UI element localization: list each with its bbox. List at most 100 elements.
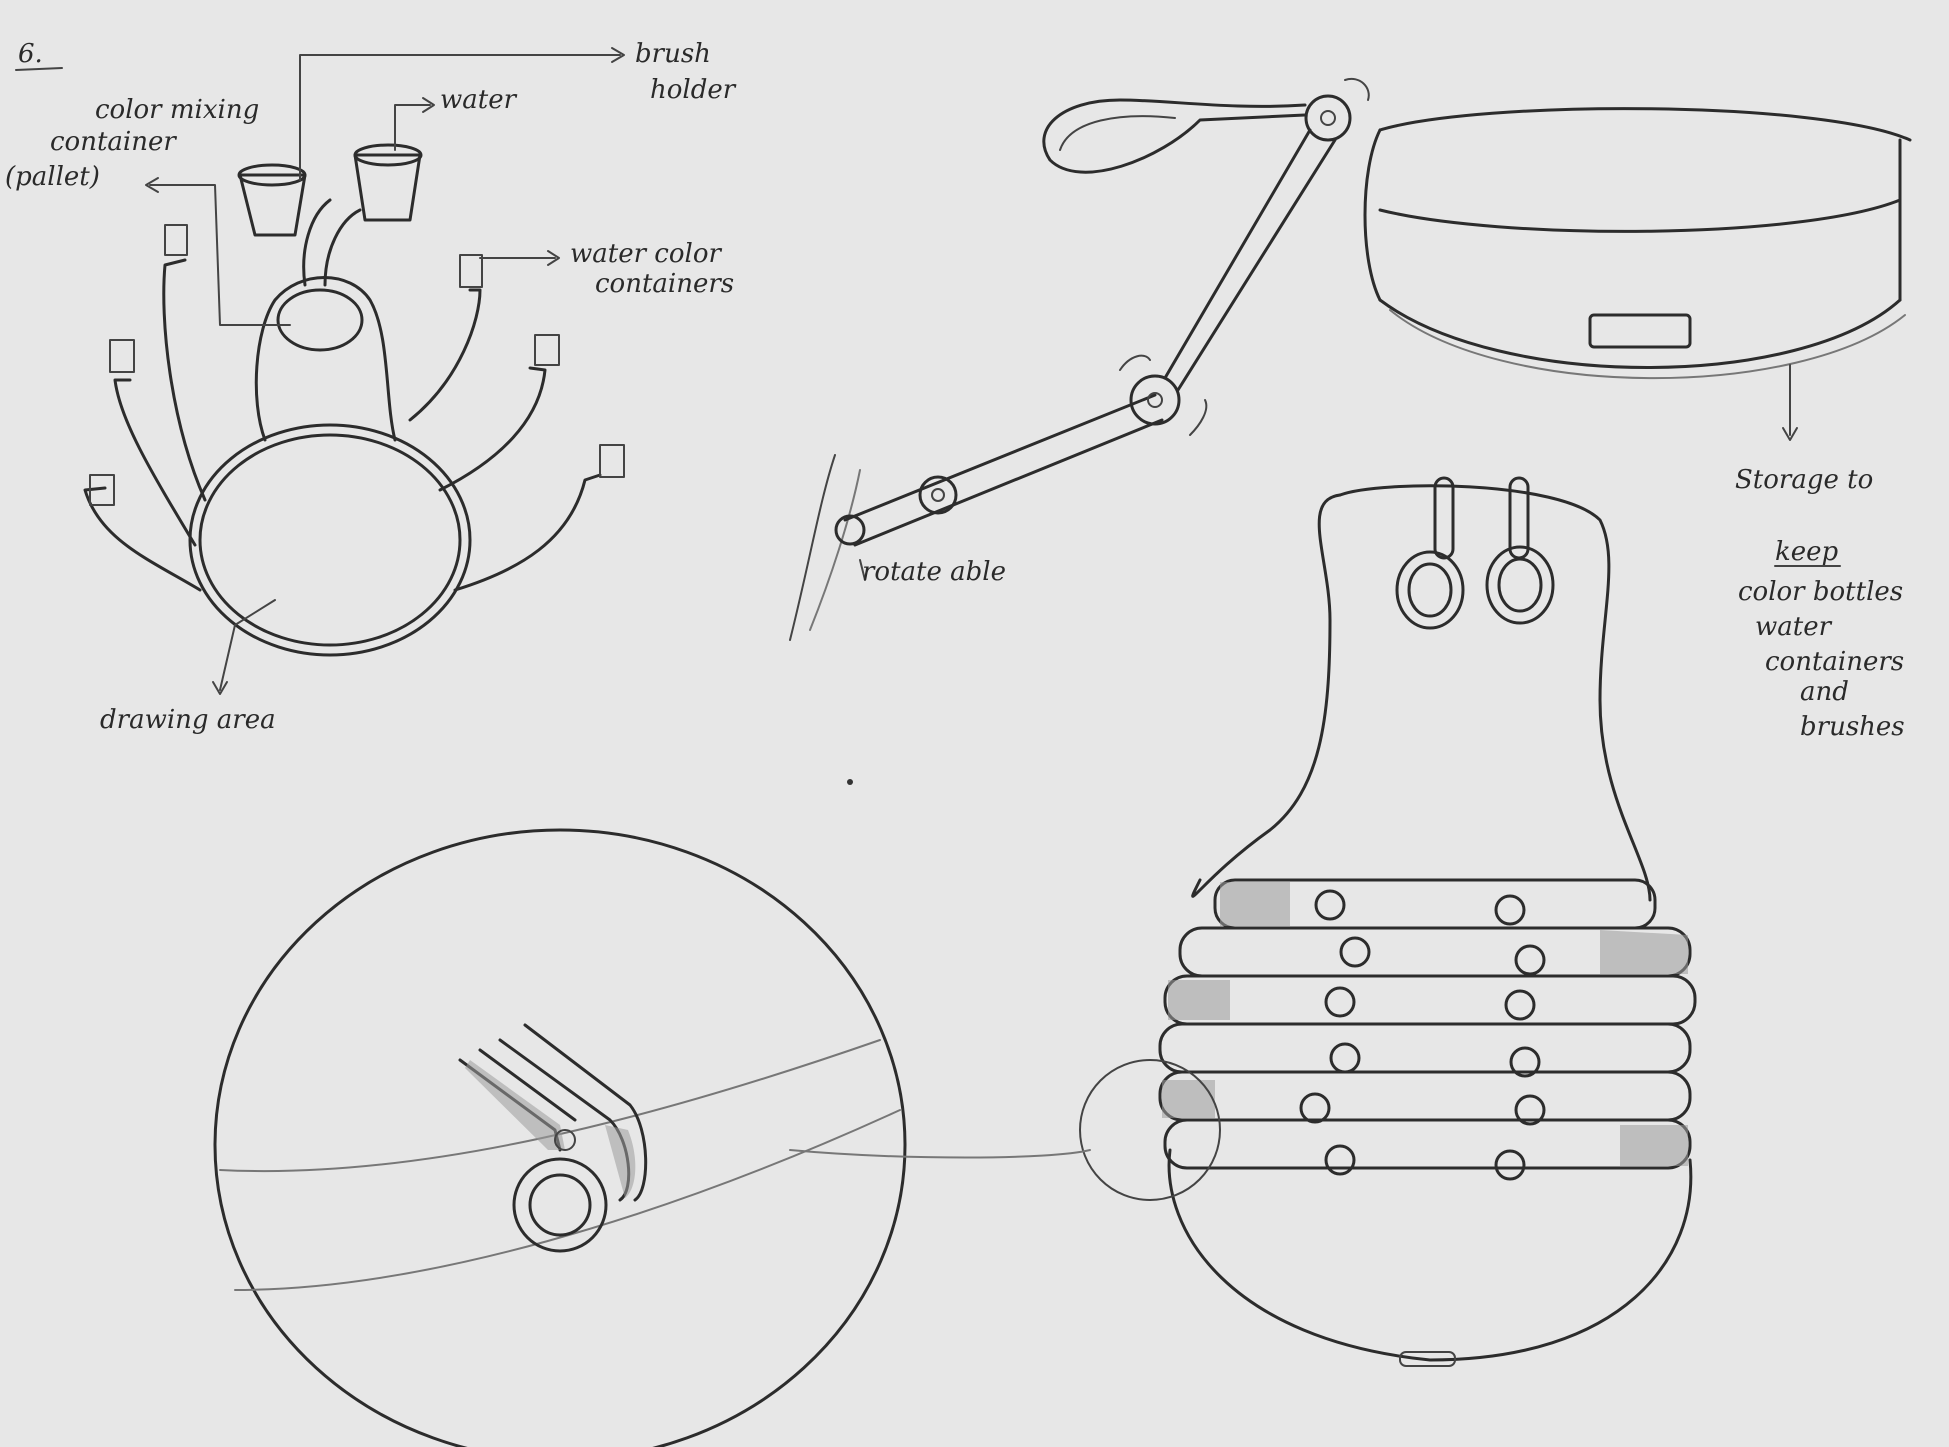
mid-joint-pin — [932, 489, 944, 501]
drawing-area-inner — [200, 435, 460, 645]
storage-lip — [1380, 200, 1900, 231]
color-bottle — [600, 445, 624, 477]
slat — [1160, 1072, 1690, 1120]
rotation-arrow-icon — [1190, 400, 1206, 435]
cup-stem — [325, 210, 360, 285]
water-label: water — [440, 85, 518, 115]
color-bottle — [535, 335, 559, 365]
slat-shading — [1620, 1125, 1688, 1166]
top-clip-ring-inner — [1409, 564, 1451, 616]
svg-text:and: and — [1800, 677, 1849, 707]
right-arm-2 — [440, 368, 545, 490]
rotatable-arm-sketch — [790, 79, 1369, 640]
clip-shading — [465, 1060, 565, 1150]
slat-shading — [1220, 882, 1290, 926]
storage-label: Storage to keep color bottles water cont… — [1735, 465, 1905, 742]
brush-holder-label: brush holder — [635, 39, 737, 105]
palette-neck — [256, 278, 395, 441]
top-joint — [1306, 96, 1350, 140]
slat-stack — [1160, 880, 1695, 1179]
lower-arm — [845, 395, 1155, 520]
svg-text:color bottles: color bottles — [1738, 577, 1903, 607]
upper-arm — [1178, 140, 1335, 390]
drawing-area-leader — [220, 600, 275, 690]
slat — [1165, 1120, 1690, 1168]
svg-text:containers: containers — [1765, 647, 1904, 677]
rivet — [1496, 896, 1524, 924]
svg-text:Storage to: Storage to — [1735, 465, 1873, 495]
clip-detail-sketch — [215, 830, 905, 1447]
base-joint — [836, 516, 864, 544]
lower-arm — [855, 420, 1162, 545]
board-bottom-outline — [1169, 1150, 1691, 1360]
pencil-dot — [847, 779, 853, 785]
slat-shading — [1168, 980, 1230, 1020]
slat — [1165, 976, 1695, 1024]
svg-text:keep: keep — [1775, 537, 1839, 567]
water-color-containers-label: water color containers — [570, 239, 734, 299]
clip-ring-inner — [530, 1175, 590, 1235]
rivet — [1496, 1151, 1524, 1179]
rotation-arrow-icon — [1345, 79, 1369, 100]
rivet — [1516, 946, 1544, 974]
detail-highlight-circle — [1080, 1060, 1220, 1200]
color-bottle — [460, 255, 482, 287]
page-number: 6. — [18, 39, 43, 69]
brush-loop-holder — [1044, 100, 1305, 172]
rivet — [1301, 1094, 1329, 1122]
left-arm-3 — [85, 488, 200, 590]
right-arm-1 — [410, 290, 480, 420]
top-clip — [1435, 478, 1453, 558]
svg-text:brushes: brushes — [1800, 712, 1905, 742]
upper-arm — [1165, 130, 1310, 378]
storage-side — [1365, 130, 1380, 300]
slat-shading — [1600, 930, 1688, 974]
board-outline — [1340, 486, 1650, 900]
board-outline — [1193, 495, 1340, 896]
slat-shading — [1162, 1080, 1215, 1118]
top-joint-pin — [1321, 111, 1335, 125]
storage-bottom — [1380, 300, 1900, 368]
color-mixing-palette — [278, 290, 362, 350]
right-arm-3 — [455, 475, 600, 590]
svg-text:container: container — [50, 127, 177, 157]
detail-callout-line — [790, 1150, 1090, 1158]
slat — [1160, 1024, 1690, 1072]
color-mixing-label: color mixing container (pallet) — [5, 95, 259, 192]
drawing-area-outline — [190, 425, 470, 655]
svg-text:holder: holder — [650, 75, 737, 105]
svg-text:(pallet): (pallet) — [5, 162, 100, 192]
color-bottle — [165, 225, 187, 255]
brush-holder-leader — [300, 55, 620, 180]
svg-text:brush: brush — [635, 39, 711, 69]
svg-text:water: water — [1755, 612, 1833, 642]
storage-rim — [1380, 109, 1910, 140]
svg-text:color mixing: color mixing — [95, 95, 259, 125]
svg-text:containers: containers — [595, 269, 734, 299]
left-arm-2 — [115, 380, 195, 545]
top-clip-ring-inner — [1499, 559, 1541, 611]
color-bottle — [110, 340, 134, 372]
rivet — [1326, 1146, 1354, 1174]
svg-text:water color: water color — [570, 239, 722, 269]
detail-edge-line — [235, 1110, 900, 1290]
storage-container-sketch — [1365, 109, 1910, 440]
surface-edge — [790, 455, 835, 640]
surface-edge — [810, 470, 860, 630]
rivet — [1506, 991, 1534, 1019]
rivet — [1331, 1044, 1359, 1072]
brush-loop-inner — [1060, 116, 1175, 150]
rivet — [1316, 891, 1344, 919]
elbow-joint — [1131, 376, 1179, 424]
storage-handle — [1590, 315, 1690, 347]
left-arm-1 — [164, 260, 205, 500]
clip-shading — [605, 1125, 635, 1198]
detail-edge-line — [220, 1040, 880, 1171]
rivet — [1326, 988, 1354, 1016]
rotatable-label: rotate able — [862, 557, 1006, 587]
rotation-arrow-icon — [1120, 356, 1150, 370]
drawing-area-label: drawing area — [100, 705, 276, 735]
rivet — [1341, 938, 1369, 966]
